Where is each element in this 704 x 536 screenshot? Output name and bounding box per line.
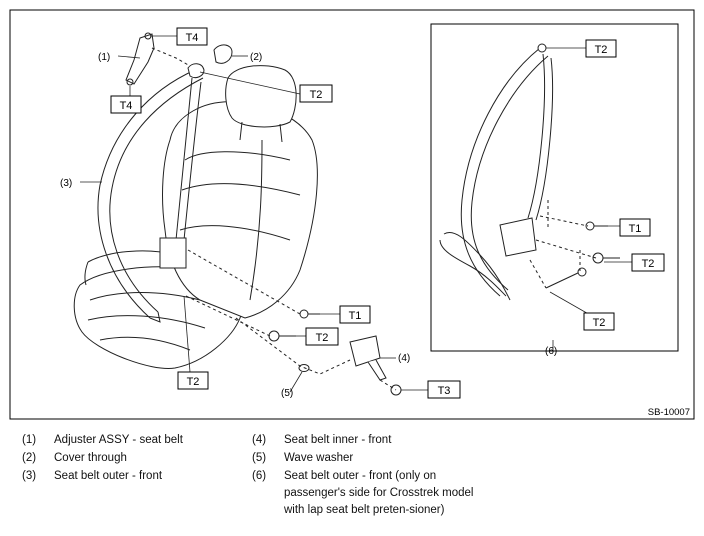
legend-left: (1) Adjuster ASSY - seat belt (2) Cover … [22, 432, 242, 492]
svg-text:T2: T2 [187, 376, 200, 388]
callout-t1-main: T1 [339, 305, 371, 324]
legend-text: Seat belt outer - front (only on passeng… [284, 470, 474, 516]
callout-t2-inset-mid: T2 [631, 253, 665, 272]
shoulder-guide [187, 63, 205, 79]
part-label-5: (5) [281, 388, 293, 399]
inset-dashed-lines [529, 200, 597, 289]
inset-belt [439, 43, 553, 301]
callout-t1-inset: T1 [619, 218, 651, 237]
part-label-4: (4) [398, 353, 410, 364]
legend-text: Wave washer [284, 452, 354, 464]
legend-num: (4) [252, 434, 267, 446]
legend-right: (4) Seat belt inner - front (5) Wave was… [252, 432, 492, 532]
svg-text:T2: T2 [316, 332, 329, 344]
adjuster-assy [125, 32, 155, 86]
svg-text:T1: T1 [629, 223, 642, 235]
legend-text: Seat belt outer - front [54, 470, 163, 482]
part-label-6: (6) [545, 346, 557, 357]
callout-t4-top: T4 [176, 27, 208, 46]
callout-t4-bottom: T4 [110, 95, 142, 114]
legend-num: (3) [22, 470, 37, 482]
bolt-t2-main [268, 330, 296, 342]
bolt-t1-main [299, 309, 320, 319]
part-label-2: (2) [250, 52, 262, 63]
callout-t2-main-bolt: T2 [305, 327, 339, 346]
legend-num: (5) [252, 452, 267, 464]
legend-text: Seat belt inner - front [284, 434, 392, 446]
svg-text:T2: T2 [642, 258, 655, 270]
legend-text: Adjuster ASSY - seat belt [54, 434, 183, 446]
svg-text:T4: T4 [120, 100, 133, 112]
legend-text: Cover through [54, 452, 127, 464]
inset-leader-lines [546, 47, 632, 351]
seat-belt-outer [97, 69, 204, 323]
svg-text:T2: T2 [310, 89, 323, 101]
main-dashed-lines [151, 47, 397, 391]
legend-num: (6) [252, 470, 267, 482]
main-leader-lines [80, 35, 428, 393]
legend-num: (1) [22, 434, 37, 446]
svg-text:T2: T2 [593, 317, 606, 329]
callout-t2-upper: T2 [299, 84, 333, 103]
callout-t3-main: T3 [427, 380, 461, 399]
seat-illustration [73, 65, 318, 369]
svg-text:T1: T1 [349, 310, 362, 322]
inset-bolts [545, 221, 620, 289]
callout-t2-inset-bottom: T2 [583, 312, 615, 331]
seat-belt-inner [349, 335, 387, 381]
callout-t2-main-lower: T2 [177, 371, 209, 390]
figure-code: SB-10007 [648, 407, 690, 418]
part-label-3: (3) [60, 178, 72, 189]
cover-through [213, 44, 233, 64]
diagram-border [9, 9, 695, 420]
svg-text:T3: T3 [438, 385, 451, 397]
legend-num: (2) [22, 452, 37, 464]
svg-text:T4: T4 [186, 32, 199, 44]
inset-border [430, 23, 679, 352]
part-label-1: (1) [98, 52, 110, 63]
callout-t2-inset-top: T2 [585, 39, 617, 58]
svg-text:T2: T2 [595, 44, 608, 56]
